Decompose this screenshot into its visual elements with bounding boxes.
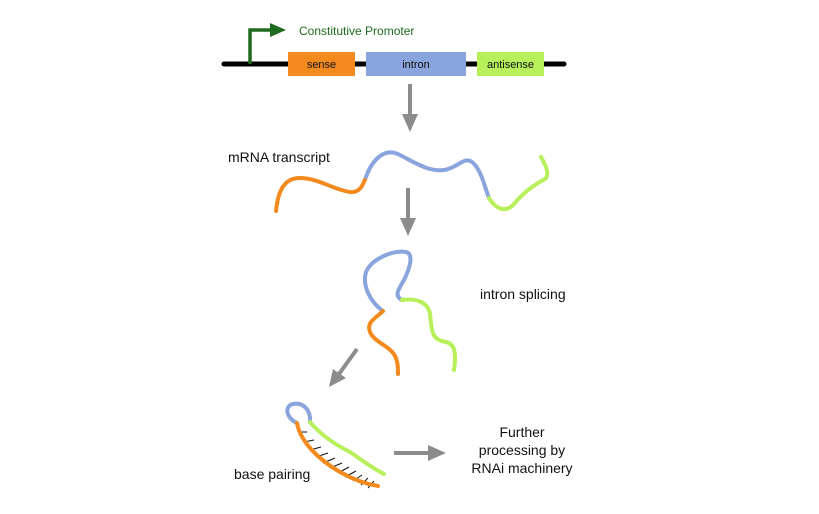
further-processing-line-3: RNAi machinery <box>471 460 572 476</box>
hairpin-antisense-strand <box>308 420 386 476</box>
splicing-sense-strand <box>367 309 400 376</box>
down-arrow-icon <box>400 188 416 236</box>
promoter-arrow-icon <box>248 23 286 64</box>
sense-segment-label: sense <box>307 59 336 71</box>
down-arrow-icon <box>402 84 418 132</box>
splicing-strand <box>363 249 457 376</box>
base-pairing-label: base pairing <box>234 466 310 482</box>
intron-splicing-label: intron splicing <box>480 286 566 302</box>
sense-segment <box>288 52 355 76</box>
mrna-sense-strand <box>274 175 368 213</box>
hairpin-duplex <box>285 401 386 489</box>
splicing-antisense-strand <box>400 297 457 372</box>
antisense-segment-label: antisense <box>487 59 534 71</box>
antisense-segment <box>477 52 544 76</box>
intron-segment <box>366 52 466 76</box>
diagonal-arrow-icon <box>329 347 359 387</box>
promoter-label: Constitutive Promoter <box>299 24 414 38</box>
mrna-intron-strand <box>364 150 491 200</box>
right-arrow-icon <box>394 445 446 461</box>
splicing-intron-loop <box>363 249 413 313</box>
further-processing-line-1: Further <box>499 424 544 440</box>
hairpin-intron-loop <box>285 401 313 425</box>
mrna-transcript-label: mRNA transcript <box>228 149 330 165</box>
dna-construct: Constitutive Promoter sense intron antis… <box>221 23 567 76</box>
hairpin-sense-strand <box>295 421 380 488</box>
mrna-strand <box>274 150 550 213</box>
further-processing-line-2: processing by <box>479 442 565 458</box>
mrna-antisense-strand <box>487 155 550 212</box>
intron-segment-label: intron <box>402 59 430 71</box>
